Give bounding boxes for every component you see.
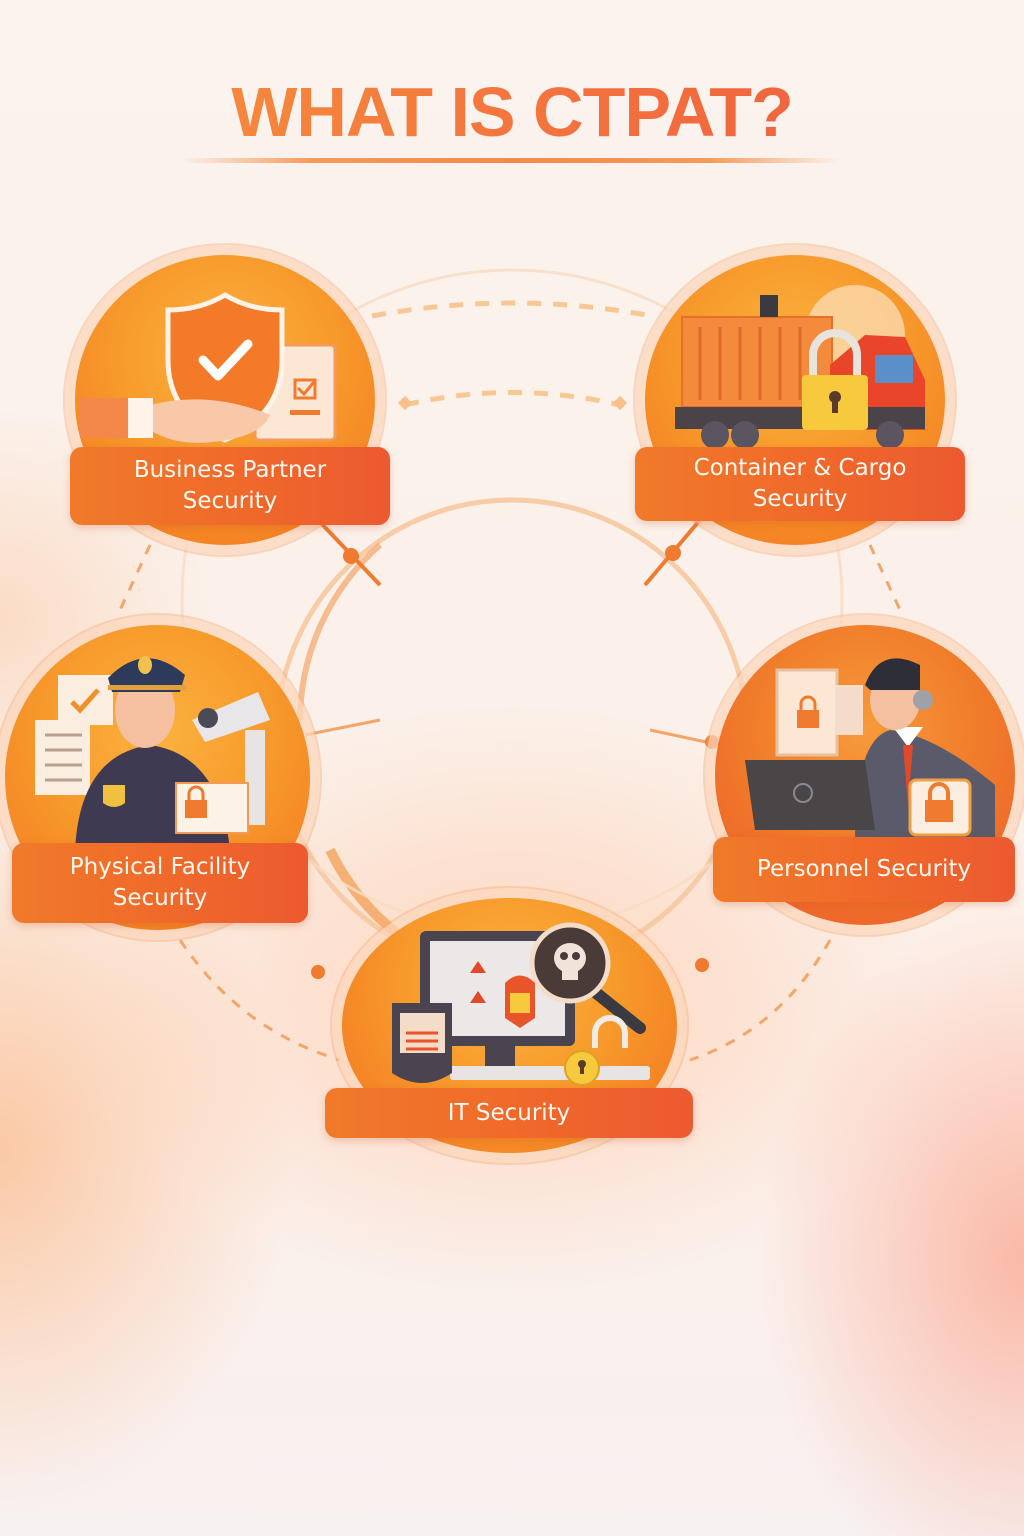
node-business-partner-security: Business Partner Security (60, 255, 400, 545)
node-physical-facility-security: Physical Facility Security (0, 615, 320, 935)
label-line2: Security (112, 885, 208, 911)
computer-skull-magnifier-icon (392, 922, 650, 1086)
node-label: Personnel Security (713, 837, 1015, 902)
truck-padlock-icon (675, 285, 925, 449)
page-title: WHAT IS CTPAT? (0, 72, 1024, 152)
node-label: Physical Facility Security (12, 843, 308, 923)
label-line1: Business Partner (133, 457, 327, 483)
node-label: Container & Cargo Security (635, 447, 965, 521)
label-line1: Personnel Security (756, 856, 972, 882)
shield-check-hand-icon (80, 292, 337, 443)
label-line1: IT Security (447, 1099, 571, 1126)
node-personnel-security: Personnel Security (705, 615, 1020, 930)
employee-laptop-lock-icon (745, 658, 995, 840)
label-line1: Physical Facility (69, 854, 251, 880)
title-divider (180, 158, 840, 163)
label-line2: Security (182, 488, 278, 514)
security-guard-camera-icon (35, 656, 270, 850)
node-it-security: IT Security (320, 888, 700, 1158)
node-container-cargo-security: Container & Cargo Security (630, 255, 970, 545)
node-label: IT Security (325, 1088, 693, 1138)
label-line1: Container & Cargo (693, 455, 907, 481)
label-line2: Security (752, 486, 848, 512)
node-label: Business Partner Security (70, 447, 390, 525)
